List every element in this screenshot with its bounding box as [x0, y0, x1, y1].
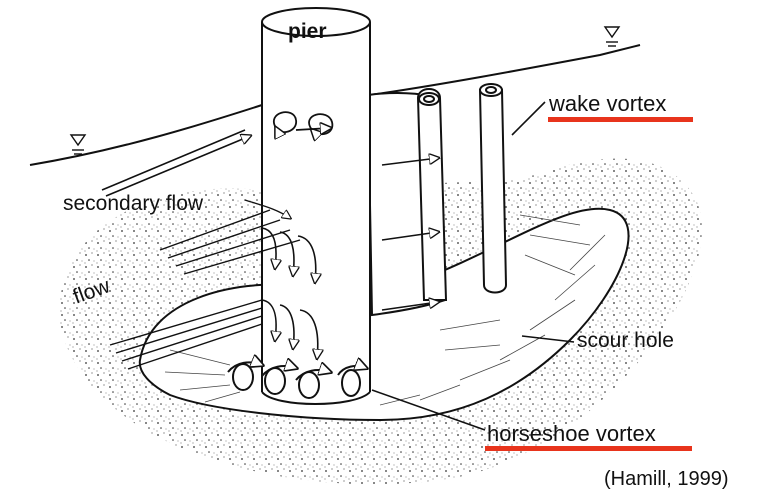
horseshoe-vortex-label: horseshoe vortex	[487, 421, 656, 446]
scour-hole-leader	[521, 335, 575, 343]
secondary-flow-label: secondary flow	[63, 192, 204, 215]
pier-cylinder	[261, 7, 371, 405]
horseshoe-vortex-coils	[227, 362, 366, 399]
scour-hole-label: scour hole	[577, 329, 674, 352]
wake-vortex-leader	[511, 101, 546, 136]
citation-label: (Hamill, 1999)	[604, 468, 729, 490]
wake-vortex-label: wake vortex	[549, 91, 667, 116]
water-level-symbol-right	[603, 26, 621, 47]
horseshoe-vortex-underline	[485, 446, 692, 451]
approach-flow-lines	[109, 299, 263, 370]
wake-flow-arrows	[381, 158, 438, 311]
water-level-symbol-left	[69, 134, 87, 155]
horseshoe-vortex-leader	[371, 389, 486, 431]
pier-label: pier	[288, 20, 327, 43]
wake-vortex-tube	[478, 83, 508, 294]
downflow-arrows	[261, 227, 318, 358]
scour-hole-hatching	[164, 214, 606, 406]
surface-flow-lines	[101, 129, 250, 197]
wake-vortex-underline	[548, 117, 693, 122]
secondary-flow-lines	[159, 199, 301, 275]
wake-sheet-scroll	[416, 88, 448, 301]
surface-roller-vortices	[273, 111, 334, 134]
